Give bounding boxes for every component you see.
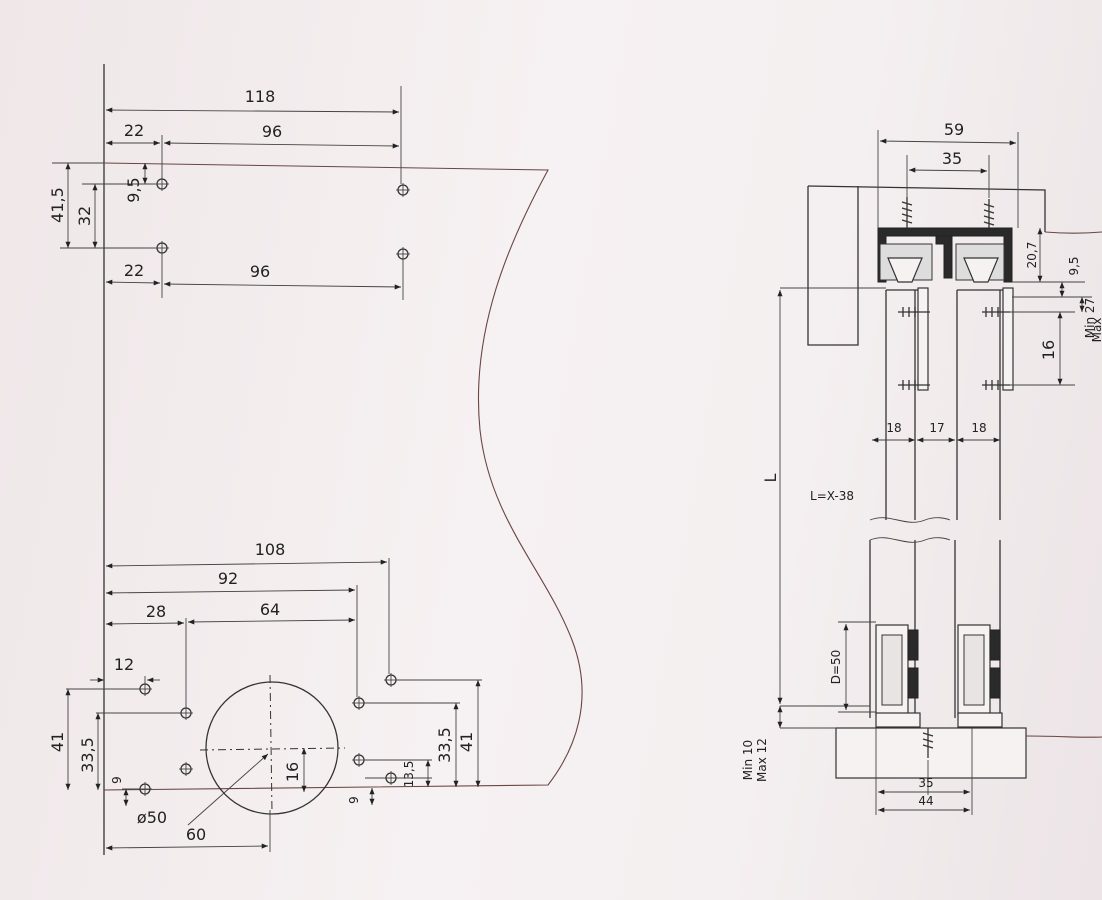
drill-hole: [155, 177, 169, 191]
screw-icon: [922, 728, 934, 758]
dim-12: 12: [114, 655, 134, 674]
panel-outline: [103, 162, 583, 791]
dim-17: 17: [929, 421, 944, 435]
dim-35-top: 35: [942, 149, 962, 168]
dim-16-left: 16: [283, 762, 302, 782]
dim-max-12: Max 12: [755, 738, 769, 782]
dim-9-5: 9,5: [124, 177, 143, 202]
formula-L: L=X-38: [810, 489, 854, 503]
drill-hole: [138, 682, 152, 696]
dim-min-10: Min 10: [741, 740, 755, 780]
dim-96-lower: 96: [250, 262, 270, 281]
dim-D-50: D=50: [829, 650, 843, 685]
dim-59: 59: [944, 120, 964, 139]
dim-16-right: 16: [1039, 340, 1058, 360]
cup-hole-50: [187, 674, 346, 826]
drill-hole: [138, 782, 152, 796]
dim-96-top: 96: [262, 122, 282, 141]
dim-9-5-right: 9,5: [1067, 256, 1081, 275]
dim-min-27: Min 27: [1083, 298, 1097, 338]
dim-max: Max: [1090, 318, 1102, 343]
door-panel-right: [954, 289, 1005, 718]
left-drilling-template: 118 22 96 22 96 41,5 32 9,5: [48, 64, 583, 855]
bottom-guide-right: [957, 624, 1003, 728]
drill-hole: [179, 706, 193, 720]
dim-60: 60: [186, 825, 206, 844]
dim-41-right: 41: [457, 732, 476, 752]
dim-118: 118: [245, 87, 276, 106]
dim-44: 44: [918, 794, 933, 808]
dim-L: L: [761, 473, 780, 482]
dim-92: 92: [218, 569, 238, 588]
drill-hole: [396, 183, 410, 197]
dim-9-left: 9: [110, 776, 124, 784]
drill-hole: [155, 241, 169, 255]
top-rail: [877, 227, 1013, 283]
dim-33-5-left: 33,5: [78, 737, 97, 773]
drill-hole: [396, 247, 410, 261]
dim-13-5: 13,5: [402, 761, 416, 788]
dim-22-top: 22: [124, 121, 144, 140]
dim-20-7: 20,7: [1025, 242, 1039, 269]
dim-41-left: 41: [48, 732, 67, 752]
dim-18-right: 18: [971, 421, 986, 435]
dim-33-5-right: 33,5: [435, 727, 454, 763]
screw-icon: [983, 199, 995, 228]
dim-64: 64: [260, 600, 280, 619]
drill-hole: [179, 762, 193, 776]
screw-icon: [901, 197, 913, 228]
dim-41-5: 41,5: [48, 187, 67, 223]
dim-108: 108: [255, 540, 286, 559]
drill-hole: [352, 696, 366, 710]
dim-dia-50: ø50: [137, 808, 167, 827]
bottom-hole-pattern: [138, 673, 398, 796]
dim-32: 32: [75, 206, 94, 226]
dim-18-left: 18: [886, 421, 901, 435]
drill-hole: [352, 753, 366, 767]
dim-28: 28: [146, 602, 166, 621]
dim-9-right: 9: [347, 796, 361, 804]
dim-22-lower: 22: [124, 261, 144, 280]
dim-35-bottom: 35: [918, 776, 933, 790]
bottom-guide-left: [875, 624, 921, 728]
drill-hole: [384, 673, 398, 687]
top-hole-pattern: [155, 177, 410, 261]
right-section-view: 59 35 20,7 9,5 Min 27 Max 16 18 17 18 L …: [741, 120, 1102, 815]
